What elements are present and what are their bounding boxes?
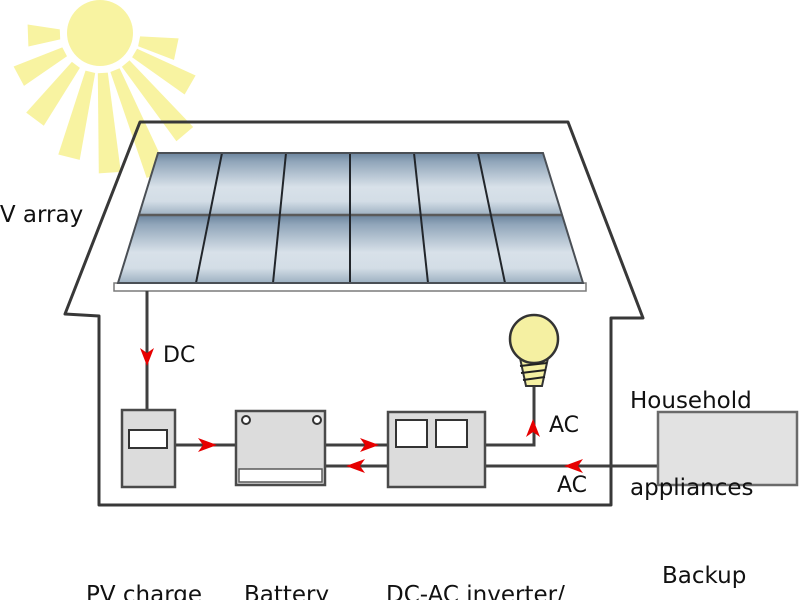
pv-charge-controller-box	[120, 408, 177, 489]
flow-arrows	[140, 348, 583, 473]
house-outline	[63, 120, 645, 507]
arrow-dc-down-icon	[140, 348, 154, 366]
battery-bank-label: Battery bank	[244, 523, 329, 600]
ac-input-label: AC	[557, 473, 588, 498]
backup-generator-label: Backup generator	[662, 504, 776, 600]
backup-generator-line1: Backup	[662, 563, 747, 589]
arrow-controller-to-battery-icon	[198, 438, 217, 452]
ac-output-label: AC	[549, 413, 580, 438]
arrow-ac-up-icon	[526, 419, 540, 437]
pv-charge-controller-label: PV charge controller	[86, 523, 202, 600]
pv-charge-controller-line1: PV charge	[86, 582, 203, 600]
inverter-charger-label: DC-AC inverter/ charger	[386, 523, 565, 600]
light-bulb-icon	[508, 313, 560, 387]
wire-inverter-to-bulb	[485, 385, 536, 447]
pv-array-label: PV array	[0, 202, 84, 228]
backup-generator-box	[656, 410, 799, 487]
pv-array-panels	[113, 152, 587, 292]
arrow-inverter-to-battery-icon	[346, 459, 365, 473]
arrow-generator-to-inverter-icon	[564, 459, 583, 473]
battery-bank-line1: Battery	[244, 582, 330, 600]
inverter-charger-line1: DC-AC inverter/	[386, 582, 565, 600]
arrow-battery-to-inverter-icon	[360, 438, 379, 452]
household-appliances-line2: appliances	[630, 475, 754, 501]
inverter-charger-box	[386, 410, 487, 489]
battery-bank-box	[234, 409, 327, 487]
dc-label: DC	[163, 343, 196, 368]
sun-icon	[13, 0, 196, 178]
household-appliances-label: Household appliances	[630, 329, 754, 561]
household-appliances-line1: Household	[630, 388, 752, 414]
